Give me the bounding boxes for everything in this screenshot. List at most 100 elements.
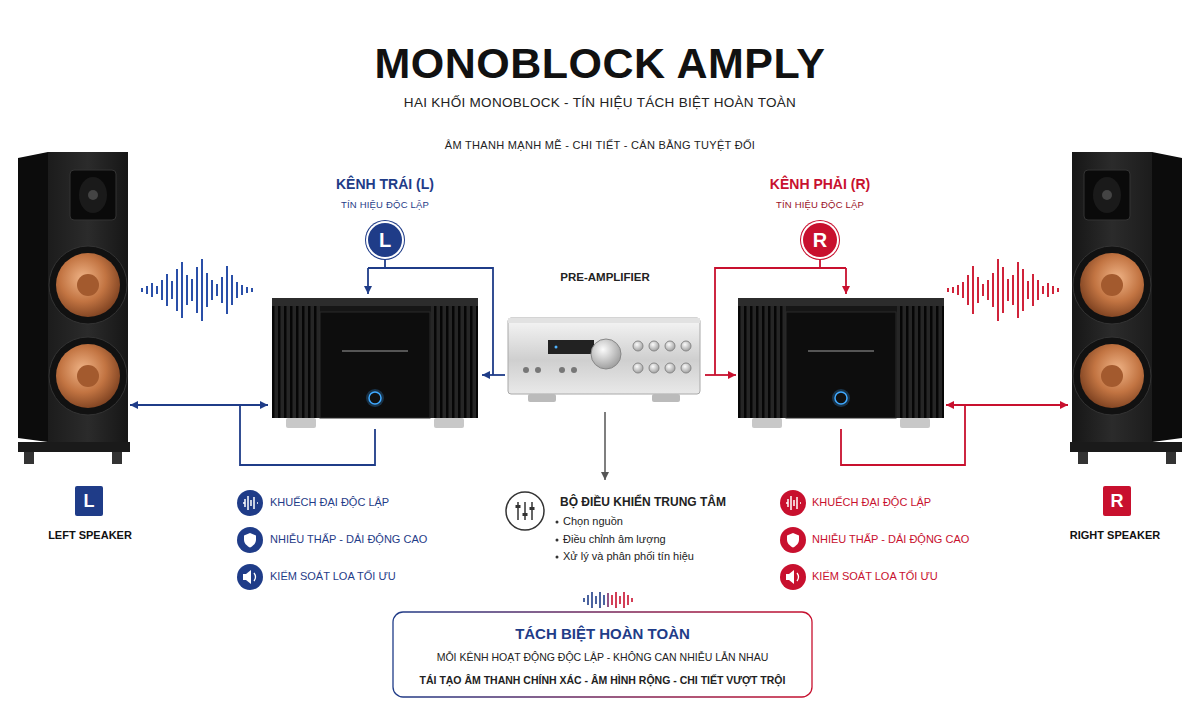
woofer-surround — [49, 246, 127, 324]
preamp-foot — [528, 394, 556, 402]
small-knob — [649, 341, 659, 351]
woofer-cap — [77, 365, 99, 387]
power-glow — [366, 389, 384, 407]
channel-heading: KÊNH TRÁI (L) — [305, 176, 465, 193]
display-dot — [555, 346, 558, 349]
preamp-button — [571, 367, 577, 373]
signal-wire — [845, 268, 847, 294]
summary-box: TÁCH BIỆT HOÀN TOÀN MỖI KÊNH HOẠT ĐỘNG ĐỘ… — [392, 611, 813, 698]
signal-connector — [946, 404, 1068, 406]
tagline: ÂM THANH MẠNH MẼ - CHI TIẾT - CÂN BẰNG T… — [200, 139, 1000, 152]
tweeter-horn — [70, 170, 116, 220]
feature-text: NHIỄU THẤP - DẢI ĐỘNG CAO — [812, 533, 1012, 546]
wave-symbol — [243, 496, 258, 510]
monoblock-amplifier — [272, 298, 478, 428]
woofer-cap — [77, 274, 99, 296]
speaker-wire — [240, 405, 375, 465]
channel-badge: R — [1103, 486, 1131, 516]
slider-knob — [530, 507, 535, 510]
box-heading: TÁCH BIỆT HOÀN TOÀN — [392, 625, 813, 643]
title-underline — [578, 125, 622, 127]
monoblock-amplifier — [738, 298, 944, 428]
heat-sink — [272, 306, 320, 418]
subtitle: HAI KHỐI MONOBLOCK - TÍN HIỆU TÁCH BIỆT … — [200, 95, 1000, 111]
amplifier-node: KÊNH PHẢI (R)TÍN HIỆU ĐỘC LẬPR — [736, 172, 946, 432]
controller-item: Điều chỉnh âm lượng — [563, 533, 783, 546]
speaker-label: RIGHT SPEAKER — [1055, 529, 1175, 542]
pre-amplifier-illustration — [508, 318, 700, 402]
slider-symbol — [518, 502, 532, 520]
small-knob — [633, 341, 643, 351]
speaker-illustration — [1070, 152, 1182, 464]
feature-symbols — [243, 496, 258, 584]
leader-arrow — [604, 412, 606, 480]
feature-text: KHUẾCH ĐẠI ĐỘC LẬP — [812, 496, 1012, 509]
small-knob — [665, 341, 675, 351]
feature-text: KIỂM SOÁT LOA TỐI ƯU — [270, 570, 470, 583]
sound-wave — [948, 259, 1058, 321]
signal-connector — [482, 374, 505, 376]
controller-heading: BỘ ĐIỀU KHIỂN TRUNG TÂM — [560, 495, 780, 509]
preamp-display — [548, 340, 594, 354]
feature-text: KHUẾCH ĐẠI ĐỘC LẬP — [270, 496, 470, 509]
small-knob — [681, 363, 691, 373]
amp-logo-line — [342, 350, 408, 352]
box-border — [393, 612, 812, 697]
amp-body — [272, 306, 478, 418]
speaker-foot — [112, 452, 122, 464]
preamp-foot — [652, 394, 680, 402]
slider-knob — [523, 513, 528, 516]
signal-connector — [705, 374, 736, 376]
speaker-symbol — [254, 573, 256, 581]
signal-wire — [367, 268, 369, 294]
speaker-plinth — [18, 442, 130, 452]
shield-symbol — [244, 533, 256, 548]
feature-icon — [237, 564, 263, 590]
volume-knob — [591, 339, 621, 369]
feature-text: KIỂM SOÁT LOA TỐI ƯU — [812, 570, 1012, 583]
bullet-dot — [556, 521, 559, 524]
preamp-button — [535, 367, 541, 373]
mini-wave — [612, 592, 632, 608]
preamp-node: PRE-AMPLIFIER — [505, 268, 705, 404]
amp-foot — [286, 418, 316, 428]
woofer-surround — [49, 337, 127, 415]
preamp-top — [508, 318, 700, 323]
box-text: MỖI KÊNH HOẠT ĐỘNG ĐỘC LẬP - KHÔNG CAN N… — [392, 651, 813, 664]
feature-text: NHIỄU THẤP - DẢI ĐỘNG CAO — [270, 533, 470, 546]
amp-foot — [434, 418, 464, 428]
box-text: TÁI TẠO ÂM THANH CHÍNH XÁC - ÂM HÌNH RỘN… — [392, 674, 813, 687]
tweeter-throat — [79, 177, 107, 213]
heat-sink — [430, 306, 478, 418]
amplifier-node: KÊNH TRÁI (L)TÍN HIỆU ĐỘC LẬPL — [268, 172, 482, 432]
signal-wire — [819, 257, 821, 268]
preamp-button — [523, 367, 529, 373]
speaker-label: LEFT SPEAKER — [30, 529, 150, 542]
controller-item: Chọn nguồn — [563, 515, 783, 528]
small-knob — [681, 341, 691, 351]
feature-icon — [780, 490, 806, 516]
small-knob — [649, 363, 659, 373]
small-knob — [633, 363, 643, 373]
channel-badge: L — [75, 486, 103, 516]
speaker-node: LLEFT SPEAKER — [15, 150, 130, 550]
small-knob — [665, 363, 675, 373]
preamp-body — [508, 318, 700, 394]
sound-wave — [142, 259, 252, 321]
controller-item: Xử lý và phân phối tín hiệu — [563, 550, 783, 563]
diagram-title: MONOBLOCK AMPLY — [200, 38, 1000, 90]
signal-connector — [130, 404, 268, 406]
tweeter-dome — [88, 190, 98, 200]
channel-subheading: TÍN HIỆU ĐỘC LẬP — [305, 199, 465, 210]
woofer-cone — [56, 253, 120, 317]
feature-icon — [237, 490, 263, 516]
speaker-illustration — [18, 152, 130, 464]
speaker-wire — [841, 405, 965, 465]
speaker-side — [18, 152, 48, 442]
power-button — [369, 392, 381, 404]
bullet-dot — [556, 539, 559, 542]
speaker-symbol — [243, 570, 251, 584]
preamp-button — [559, 367, 565, 373]
signal-wire — [368, 268, 493, 375]
